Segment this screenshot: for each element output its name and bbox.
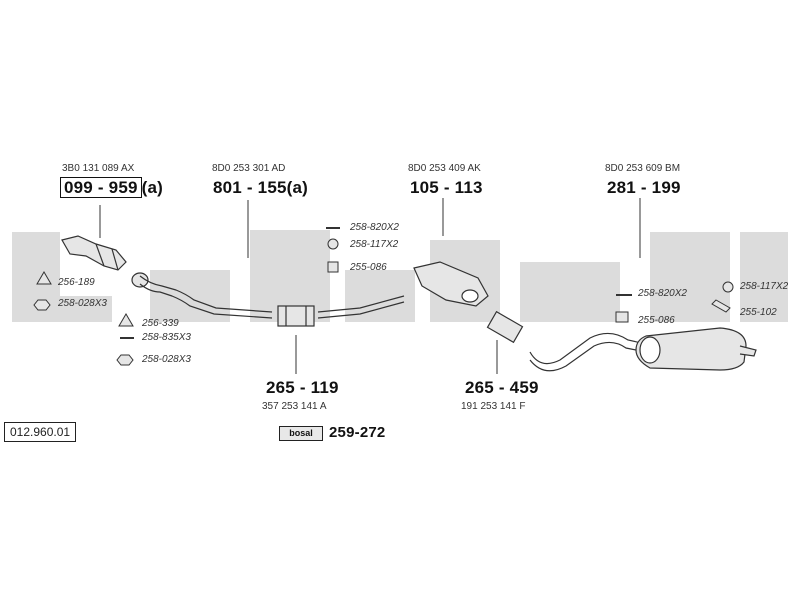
diagram-code: 012.960.01 — [4, 422, 77, 442]
small-part-front[interactable]: 256-189 — [58, 277, 95, 288]
small-part-front[interactable]: 258-028X3 — [58, 298, 107, 309]
hanger-icon — [615, 311, 629, 323]
part-suffix-middle-pipe: (a) — [286, 178, 309, 197]
part-ref-rear-silencer: 8D0 253 609 BM — [605, 163, 681, 174]
exhaust-pipes — [61, 235, 757, 372]
hanger-icon — [711, 299, 731, 313]
part-ref-center-silencer: 8D0 253 409 AK — [408, 163, 481, 174]
bosal-logo-icon: bosal — [279, 426, 323, 441]
leader-lines — [99, 198, 641, 374]
part-ref-clamp-1: 357 253 141 A — [262, 401, 327, 412]
bosal-watermark — [12, 230, 788, 322]
small-part-center[interactable]: 258-820X2 — [350, 222, 399, 233]
small-part-rear[interactable]: 255-086 — [638, 315, 675, 326]
nut-icon — [33, 299, 51, 311]
gasket-icon — [36, 271, 52, 285]
part-suffix-front-pipe: (a) — [141, 178, 164, 197]
small-part-center[interactable]: 258-117X2 — [350, 239, 399, 250]
small-part-rear[interactable]: 258-820X2 — [638, 288, 687, 299]
part-number-center-silencer[interactable]: 105 - 113 — [410, 178, 483, 197]
part-ref-front-pipe: 3B0 131 089 AX — [62, 163, 135, 174]
gasket-icon — [327, 238, 339, 250]
gasket-icon — [118, 313, 134, 327]
part-number-clamp-1[interactable]: 265 - 119 — [266, 378, 339, 397]
nut-icon — [116, 354, 134, 366]
part-number-clamp-2[interactable]: 265 - 459 — [465, 378, 539, 397]
part-number-middle-pipe-value[interactable]: 801 - 155 — [213, 178, 287, 197]
small-part-rear[interactable]: 255-102 — [740, 307, 777, 318]
part-ref-clamp-2: 191 253 141 F — [461, 401, 526, 412]
kit-number[interactable]: 259-272 — [329, 424, 386, 441]
part-number-front-pipe[interactable]: 099 - 959(a) — [60, 177, 164, 198]
gasket-icon — [722, 281, 734, 293]
part-number-rear-silencer[interactable]: 281 - 199 — [607, 178, 681, 197]
small-part-rear[interactable]: 258-117X2 — [740, 281, 789, 292]
small-part-center[interactable]: 255-086 — [350, 262, 387, 273]
small-part-front[interactable]: 258-028X3 — [142, 354, 191, 365]
part-number-front-pipe-value[interactable]: 099 - 959 — [60, 177, 142, 198]
small-part-front[interactable]: 256-339 — [142, 318, 179, 329]
part-number-middle-pipe[interactable]: 801 - 155(a) — [213, 178, 308, 198]
small-part-front[interactable]: 258-835X3 — [142, 332, 191, 343]
hanger-icon — [327, 261, 339, 273]
part-ref-middle-pipe: 8D0 253 301 AD — [212, 163, 286, 174]
